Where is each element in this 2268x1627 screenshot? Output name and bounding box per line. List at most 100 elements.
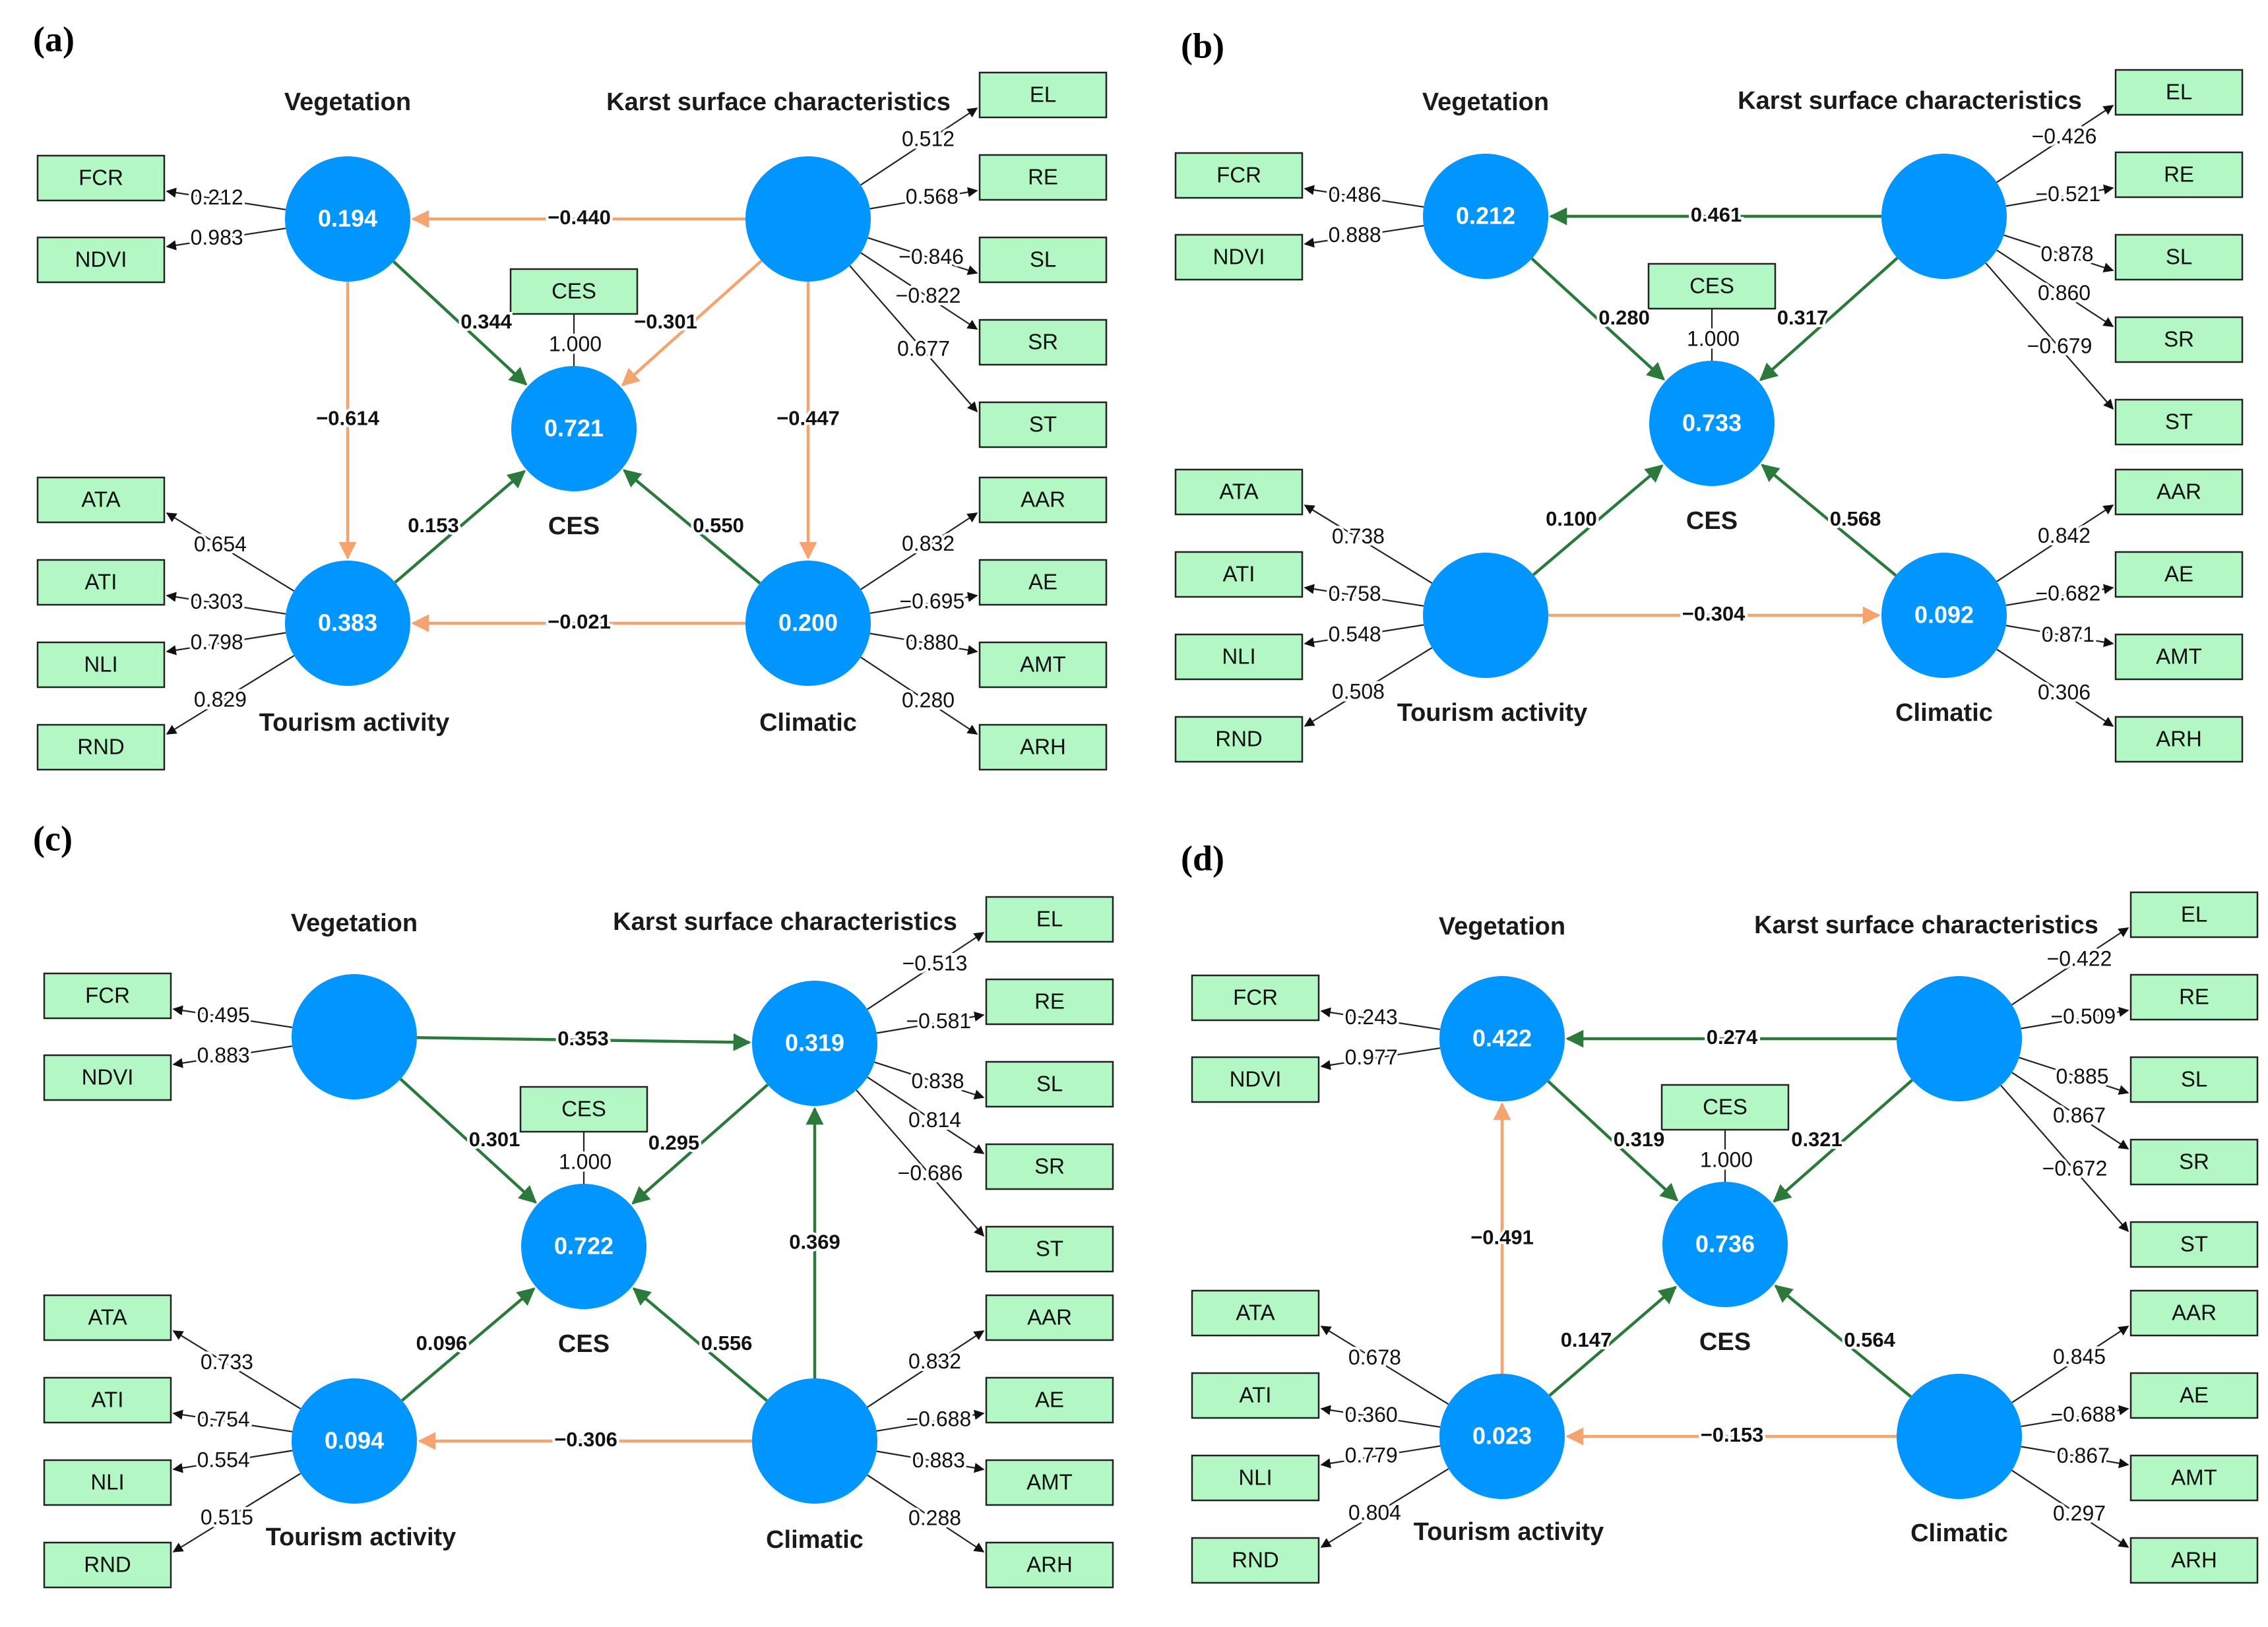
indicator-re: RE−0.521 [2005, 151, 2244, 208]
loading-arrow [2011, 1326, 2129, 1403]
indicator-label: AAR [2157, 479, 2201, 504]
path-arrow [1532, 464, 1664, 576]
indicator-label: EL [1036, 907, 1063, 931]
indicator-box [2129, 1221, 2259, 1268]
indicator-label: ATI [1223, 562, 1255, 586]
path-arrow [416, 1033, 751, 1051]
path-clim-to-karst: 0.369 [786, 1107, 843, 1378]
path-arrow [632, 1287, 768, 1402]
path-coefficient: 0.461 [1691, 203, 1742, 226]
indicator-box [978, 236, 1108, 284]
indicator-label: EL [2166, 80, 2192, 104]
construct-name-tourism: Tourism activity [1414, 1518, 1604, 1546]
construct-name-vegetation: Vegetation [1422, 88, 1549, 116]
path-coefficient: 0.274 [1707, 1026, 1758, 1049]
path-veg-to-tour: −0.614 [313, 282, 383, 560]
indicator-ae: AE−0.688 [876, 1376, 1114, 1434]
construct-circle [285, 156, 410, 282]
loading-arrow [1320, 1445, 1441, 1469]
construct-name-karst: Karst surface characteristics [1754, 911, 2098, 939]
indicator-label: SL [1036, 1072, 1063, 1096]
panel-a: (a)FCR0.212NDVI0.983EL0.512RE0.568SL−0.8… [33, 19, 1108, 771]
r-squared-value: 0.023 [1472, 1423, 1532, 1450]
r-squared-value: 0.094 [325, 1427, 384, 1454]
loading-value: 0.288 [908, 1506, 961, 1530]
indicator-box [43, 972, 172, 1020]
loading-value: 0.306 [2038, 681, 2091, 704]
indicator-box [2114, 398, 2244, 446]
path-clim-to-ces: 0.556 [632, 1287, 768, 1402]
indicator-box [36, 476, 166, 524]
loading-value: −0.509 [2050, 1004, 2116, 1028]
construct-name-karst: Karst surface characteristics [606, 88, 951, 116]
path-arrow [1547, 1080, 1679, 1202]
path-coefficient: 0.564 [1844, 1328, 1895, 1351]
construct-karst [1897, 976, 2022, 1101]
path-coefficient: 0.295 [648, 1131, 700, 1154]
indicator-box [1174, 551, 1304, 598]
indicator-ces: CES 1.000 [519, 1086, 648, 1184]
construct-circle [745, 156, 871, 282]
loading-value: 1.000 [559, 1150, 612, 1173]
indicator-box [978, 71, 1108, 119]
indicator-label: AMT [2156, 644, 2202, 669]
indicator-box [2114, 69, 2244, 116]
indicator-box [2129, 1372, 2259, 1419]
indicator-box [2114, 633, 2244, 681]
indicator-label: ATI [85, 570, 117, 594]
indicator-label: RE [2164, 162, 2194, 187]
panel-b: (b)FCR0.486NDVI0.888EL−0.426RE−0.521SL0.… [1174, 26, 2244, 763]
construct-name-ces: CES [1699, 1328, 1751, 1356]
indicator-label: NLI [1238, 1465, 1272, 1490]
r-squared-value: 0.722 [554, 1233, 614, 1260]
indicator-label: CES [561, 1097, 606, 1121]
loading-value: 0.654 [194, 532, 247, 556]
path-tour-to-clim: −0.304 [1548, 599, 1881, 628]
indicator-ae: AE−0.682 [2005, 551, 2244, 608]
loading-arrow [166, 632, 286, 656]
indicator-label: FCR [85, 983, 130, 1008]
path-clim-to-ces: 0.568 [1761, 464, 1897, 577]
indicator-box [978, 154, 1108, 201]
path-coefficient: 0.568 [1830, 507, 1881, 530]
indicator-label: NDVI [82, 1065, 134, 1090]
indicator-label: AE [1028, 570, 1057, 594]
construct-circle [1897, 1374, 2022, 1499]
indicator-sr: SR0.814 [867, 1076, 1114, 1190]
construct-name-tourism: Tourism activity [266, 1523, 457, 1551]
indicator-label: ATI [1240, 1383, 1272, 1407]
indicator-el: EL0.512 [860, 71, 1108, 186]
indicator-st: ST−0.672 [2000, 1085, 2259, 1268]
construct-clim: 0.200 [745, 561, 871, 686]
construct-circle [1881, 154, 2007, 279]
indicator-el: EL−0.422 [2011, 891, 2259, 1006]
panel-label: (c) [33, 818, 73, 858]
loading-arrow [867, 237, 978, 276]
construct-name-tourism: Tourism activity [259, 709, 450, 737]
path-arrow [1761, 464, 1897, 577]
loading-value: 0.845 [2053, 1345, 2106, 1368]
construct-circle [745, 561, 871, 686]
indicator-sr: SR−0.822 [860, 252, 1108, 366]
loading-arrow [1304, 584, 1424, 607]
indicator-box [43, 1541, 172, 1589]
loading-value: 0.878 [2040, 242, 2093, 266]
loading-arrow [1996, 249, 2114, 327]
loading-value: 0.758 [1329, 582, 1381, 605]
indicator-box [2114, 468, 2244, 516]
indicator-label: RE [2179, 985, 2209, 1009]
loading-value: −0.688 [2050, 1403, 2116, 1427]
indicator-re: RE−0.581 [876, 978, 1114, 1035]
indicator-box [985, 1459, 1114, 1506]
indicator-label: ATI [92, 1388, 124, 1412]
loading-arrow [166, 228, 286, 251]
loading-arrow [172, 1005, 293, 1028]
